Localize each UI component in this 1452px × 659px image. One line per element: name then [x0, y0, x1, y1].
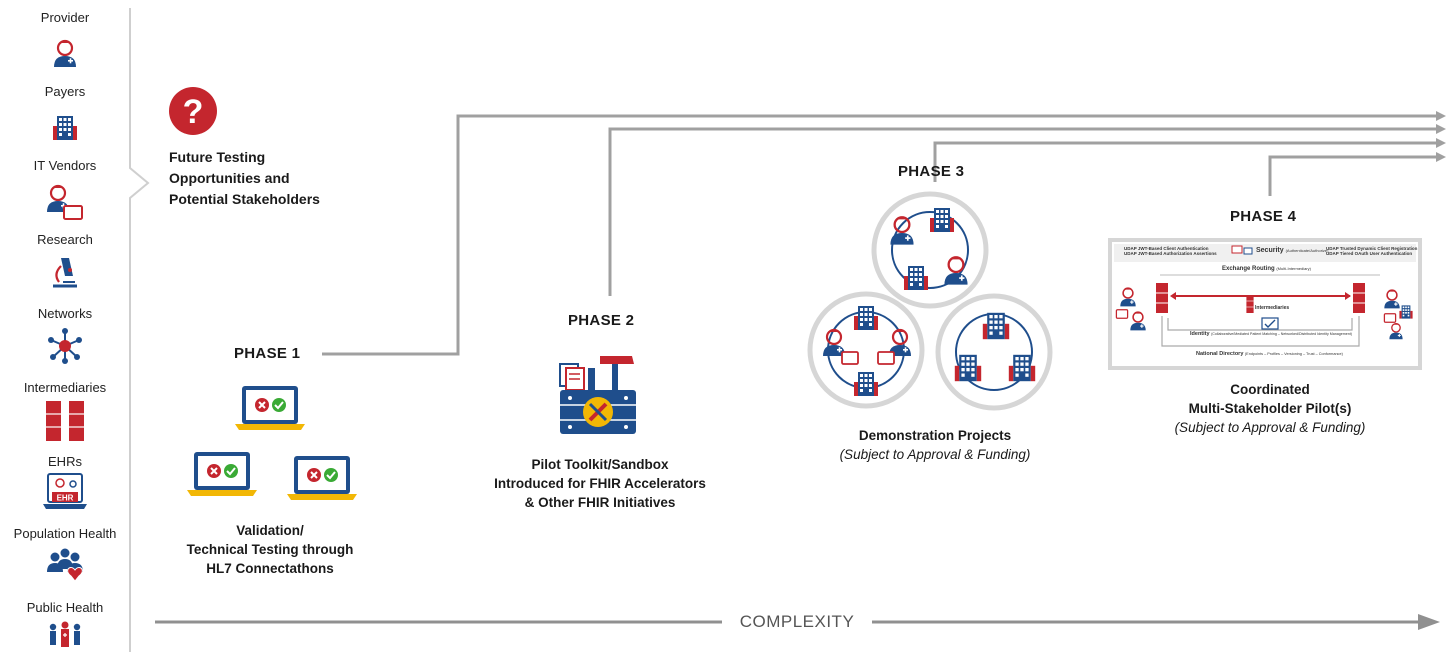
ehr-laptop-icon: EHR: [43, 473, 87, 509]
phase4-caption-line3: (Subject to Approval & Funding): [1174, 420, 1366, 435]
pilot-top-left-labels: UDAP JWT-Based Client Authentication UDA…: [1124, 246, 1217, 256]
future-testing-line2: Opportunities and: [169, 170, 290, 186]
pilot-identity-label: Identity (Collaborative/Mediated Patient…: [1190, 331, 1352, 337]
phase3-title: PHASE 3: [898, 163, 965, 180]
population-health-icon: [47, 548, 83, 582]
future-testing-line3: Potential Stakeholders: [169, 191, 320, 207]
sidebar-item-it-vendors: IT Vendors: [33, 158, 97, 173]
sidebar-item-intermediaries: Intermediaries: [23, 380, 107, 395]
phase2-caption-line2: Introduced for FHIR Accelerators: [494, 476, 706, 491]
demonstration-circle: [935, 293, 1053, 411]
pilot-diagram: [1108, 238, 1422, 370]
demonstration-circle: [871, 191, 989, 309]
complexity-label: COMPLEXITY: [722, 610, 872, 634]
phase4-caption-line2: Multi-Stakeholder Pilot(s): [1188, 401, 1352, 416]
pilot-security-text: Security: [1256, 247, 1284, 254]
pilot-directory-text: National Directory: [1196, 351, 1244, 357]
phase-connectors: [322, 114, 1436, 356]
phase1-caption-line2: Technical Testing through: [186, 542, 354, 557]
microscope-icon: [53, 258, 77, 288]
phase1-title: PHASE 1: [234, 345, 301, 362]
future-testing-line1: Future Testing: [169, 149, 266, 165]
pilot-directory-label: National Directory (Endpoints – Profiles…: [1196, 351, 1343, 357]
toolkit-icon: [559, 356, 636, 434]
network-hub-icon: [48, 328, 82, 364]
svg-text:?: ?: [183, 93, 204, 131]
sidebar-item-provider: Provider: [40, 10, 90, 25]
pilot-exchange-label: Exchange Routing (Multi-Intermediary): [1222, 266, 1311, 272]
sidebar-divider: [129, 8, 150, 652]
phase4-caption: Coordinated Multi-Stakeholder Pilot(s) (…: [1150, 380, 1390, 437]
phase2-caption-line3: & Other FHIR Initiatives: [524, 495, 676, 510]
svg-text:EHR: EHR: [57, 494, 74, 503]
pilot-top-right-line1: UDAP Trusted Dynamic Client Registration: [1326, 246, 1418, 251]
demonstration-circle: [807, 291, 925, 409]
pilot-top-right-line2: UDAP Tiered OAuth User Authentication: [1326, 251, 1413, 256]
pilot-security-label: Security (Authenticate/Authorize): [1256, 247, 1329, 254]
pilot-top-left-line1: UDAP JWT-Based Client Authentication: [1124, 246, 1209, 251]
sidebar-item-research: Research: [37, 232, 93, 247]
pilot-identity-sub: (Collaborative/Mediated Patient Matching…: [1211, 332, 1352, 336]
phase3-caption-line1: Demonstration Projects: [858, 428, 1012, 443]
phase2-caption-line1: Pilot Toolkit/Sandbox: [531, 457, 669, 472]
phase1-caption-line3: HL7 Connectathons: [206, 561, 334, 576]
phase1-caption-line1: Validation/: [236, 523, 304, 538]
pilot-top-left-line2: UDAP JWT-Based Authorization Assertions: [1124, 251, 1217, 256]
future-testing-text: Future Testing Opportunities and Potenti…: [169, 147, 320, 210]
pilot-exchange-sub: (Multi-Intermediary): [1276, 266, 1312, 271]
pilot-exchange-text: Exchange Routing: [1222, 266, 1275, 272]
sidebar-item-payers: Payers: [44, 84, 86, 99]
sidebar-item-population-health: Population Health: [13, 526, 117, 541]
phase1-caption: Validation/ Technical Testing through HL…: [150, 521, 390, 578]
question-mark-icon: ?: [169, 87, 217, 135]
laptop-icon: [286, 455, 358, 501]
phase4-title: PHASE 4: [1230, 208, 1297, 225]
payers-building-icon: [53, 116, 77, 140]
pilot-directory-sub: (Endpoints – Profiles – Versioning – Tru…: [1244, 352, 1343, 356]
pilot-intermediaries-label: Intermediaries: [1255, 305, 1290, 311]
phase4-caption-line1: Coordinated: [1230, 382, 1310, 397]
sidebar-item-public-health: Public Health: [26, 600, 104, 615]
server-rack-icon: [46, 401, 84, 441]
pilot-top-right-labels: UDAP Trusted Dynamic Client Registration…: [1326, 246, 1417, 256]
phase3-caption-line2: (Subject to Approval & Funding): [839, 447, 1031, 462]
pilot-identity-text: Identity: [1190, 331, 1210, 337]
sidebar-item-networks: Networks: [37, 306, 93, 321]
it-vendor-icon: [45, 184, 83, 220]
laptop-icon: [234, 385, 306, 431]
laptop-icon: [186, 451, 258, 497]
provider-icon: [52, 39, 78, 69]
phase2-caption: Pilot Toolkit/Sandbox Introduced for FHI…: [460, 455, 740, 512]
pilot-security-sub: (Authenticate/Authorize): [1285, 248, 1329, 253]
phase3-caption: Demonstration Projects (Subject to Appro…: [815, 426, 1055, 464]
public-health-icon: [49, 621, 81, 647]
sidebar-item-ehrs: EHRs: [48, 454, 82, 469]
phase2-title: PHASE 2: [568, 312, 635, 329]
connector-arrowheads: [1436, 111, 1446, 162]
